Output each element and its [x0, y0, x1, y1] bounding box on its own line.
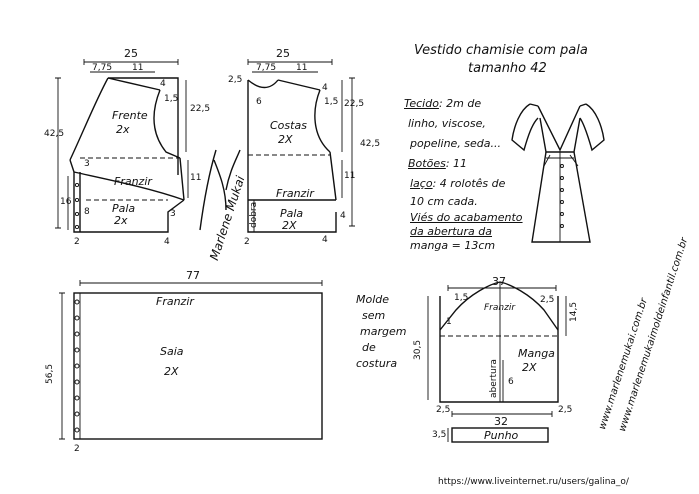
note-line5: costura: [356, 357, 398, 370]
front-piece-name: Frente: [112, 109, 148, 122]
sleeve-width-label: 37: [492, 275, 506, 288]
front-height-label: 42,5: [44, 129, 65, 139]
front-dimension-lines: [55, 59, 189, 230]
note-line2: sem: [362, 309, 386, 322]
sleeve-d25b-label: 2,5: [436, 405, 451, 415]
title-line2: tamanho 42: [468, 61, 547, 76]
note-line1: Molde: [356, 293, 390, 306]
bias-line1: Viés do acabamento: [410, 211, 523, 224]
fabric-label: Tecido: [404, 97, 439, 110]
back-height-label: 42,5: [360, 139, 381, 149]
cuff-name: Punho: [484, 429, 519, 442]
sleeve-outline: [439, 281, 559, 403]
bias-line2: da abertura da: [410, 225, 493, 238]
back-d11-label: 11: [344, 171, 356, 181]
skirt-height-label: 56,5: [45, 363, 55, 384]
back-pala-name: Pala: [280, 207, 304, 220]
back-dimension-lines: [247, 59, 355, 227]
front-piece-count: 2x: [116, 123, 130, 136]
bow-line2: 10 cm cada.: [410, 195, 478, 208]
sleeve-opening-label: abertura: [489, 359, 499, 398]
bow-label: laço: [410, 177, 433, 190]
sleeve-right-height: 14,5: [569, 301, 579, 322]
skirt-gather-label: Franzir: [156, 295, 194, 308]
sleeve-piece-count: 2X: [522, 361, 537, 374]
fabric-line3: popeline, seda...: [410, 137, 502, 150]
front-pala-height: 8: [84, 207, 90, 217]
buttons-line: Botões: 11: [408, 158, 467, 169]
sleeve-d1-label: 1: [446, 317, 452, 327]
back-d4c-label: 4: [340, 211, 346, 221]
buttons-label: Botões: [408, 157, 446, 170]
back-fold-label: dobra: [249, 201, 259, 228]
sleeve-d15a-label: 1,5: [454, 293, 469, 303]
back-d2-label: 2: [244, 237, 250, 247]
sleeve-d25a-label: 2,5: [540, 295, 555, 305]
front-right-height-label: 22,5: [190, 104, 211, 114]
back-d4b-label: 4: [322, 235, 328, 245]
back-right-height-label: 22,5: [344, 99, 365, 109]
front-width-label: 25: [124, 47, 138, 60]
fabric-line1: Tecido: 2m de: [404, 98, 481, 109]
signature-mark: [199, 149, 241, 231]
cuff-outline: [447, 427, 549, 443]
skirt-dimension-lines: [59, 280, 323, 440]
bow-line1: laço: 4 rolotês de: [410, 178, 505, 189]
back-d4-label: 4: [322, 83, 328, 93]
note-line3: margem: [360, 325, 407, 338]
front-gather-label: Franzir: [114, 175, 152, 188]
front-d15-label: 1,5: [164, 94, 179, 104]
front-d3-label: 3: [84, 159, 90, 169]
buttons-value: : 11: [445, 157, 468, 170]
front-pala-count: 2x: [114, 214, 128, 227]
bias-line3: manga = 13cm: [410, 239, 496, 252]
front-buttonholes: [74, 182, 80, 230]
sleeve-dimension-lines: [427, 285, 567, 417]
skirt-outline: [73, 292, 323, 440]
skirt-piece-name: Saia: [160, 345, 184, 358]
sleeve-piece-name: Manga: [518, 347, 555, 360]
back-d6-label: 6: [256, 97, 262, 107]
sleeve-left-height: 30,5: [413, 339, 423, 360]
back-d15-label: 1,5: [324, 97, 339, 107]
skirt-width-label: 77: [186, 269, 200, 282]
back-sub-a-label: 7,75: [256, 63, 277, 73]
front-d4b-label: 4: [164, 237, 170, 247]
back-gather-label: Franzir: [276, 187, 314, 200]
bow-value: : 4 rolotês de: [432, 177, 506, 190]
front-d4-label: 4: [160, 79, 166, 89]
back-piece-count: 2X: [278, 133, 293, 146]
skirt-piece-count: 2X: [164, 365, 179, 378]
skirt-buttonholes: [74, 299, 80, 433]
back-bodice-outline: [247, 79, 337, 233]
title-line1: Vestido chamisie com pala: [414, 43, 588, 58]
note-line4: de: [362, 341, 376, 354]
back-width-label: 25: [276, 47, 290, 60]
dress-sketch: [511, 103, 605, 243]
footer-url[interactable]: https://www.liveinternet.ru/users/galina…: [438, 477, 629, 487]
front-d3b-label: 3: [170, 209, 176, 219]
back-pala-count: 2X: [282, 219, 297, 232]
front-sub-a-label: 7,75: [92, 63, 113, 73]
sleeve-d25c-label: 2,5: [558, 405, 573, 415]
fabric-line2: linho, viscose,: [408, 117, 486, 130]
fabric-amount: : 2m de: [438, 97, 482, 110]
cuff-height: 3,5: [432, 430, 447, 440]
sleeve-bottom-label: 32: [494, 415, 508, 428]
skirt-d2-label: 2: [74, 444, 80, 454]
front-d2-label: 2: [74, 237, 80, 247]
back-sub-b-label: 11: [296, 63, 308, 73]
front-pala-name: Pala: [112, 202, 136, 215]
back-piece-name: Costas: [270, 119, 307, 132]
back-d25-label: 2,5: [228, 75, 243, 85]
front-sub-b-label: 11: [132, 63, 144, 73]
front-d11-label: 11: [190, 173, 202, 183]
front-side-height: 16: [60, 197, 72, 207]
sleeve-opening-length: 6: [508, 377, 514, 387]
front-bodice-outline: [69, 77, 185, 233]
sleeve-gather-label: Franzir: [484, 303, 516, 313]
